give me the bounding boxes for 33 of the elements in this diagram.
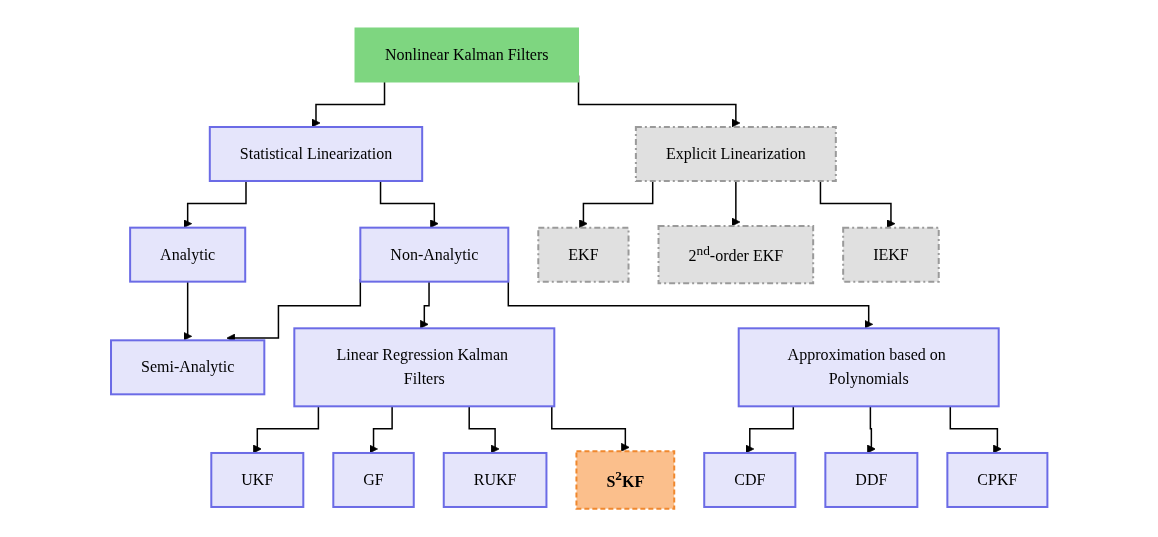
node-box: Semi-Analytic xyxy=(109,339,266,396)
node-box: DDF xyxy=(824,452,919,509)
arrow xyxy=(731,180,741,227)
arrow xyxy=(866,405,876,454)
arrow xyxy=(550,405,630,452)
arrow xyxy=(745,405,794,454)
arrow xyxy=(183,180,247,229)
node-box: GF xyxy=(332,452,415,509)
node-box: 2$^{nd}$-order EKF xyxy=(657,225,814,285)
arrow xyxy=(311,81,386,128)
node-box: Approximation based on Polynomials xyxy=(737,327,1000,408)
node-box: CPKF xyxy=(946,452,1049,509)
arrow xyxy=(183,281,192,341)
node-box: EKF xyxy=(537,226,630,283)
arrow xyxy=(379,180,439,229)
node-box: Analytic xyxy=(128,226,246,283)
arrow xyxy=(252,405,319,454)
arrow xyxy=(949,405,1002,454)
arrow xyxy=(819,180,896,229)
node-box: UKF xyxy=(210,452,305,509)
node-box: Non-Analytic xyxy=(359,226,510,283)
arrow xyxy=(468,405,500,454)
node-box: RUKF xyxy=(442,452,548,509)
node-box: Statistical Linearization xyxy=(208,126,423,183)
node-box: Linear Regression Kalman Filters xyxy=(293,327,556,408)
node-box: Nonlinear Kalman Filters xyxy=(354,27,579,83)
arrow xyxy=(578,180,654,229)
node-box: IEKF xyxy=(841,226,940,283)
node-box: S$^{2}$KF xyxy=(575,450,676,510)
arrow xyxy=(368,405,393,454)
arrow xyxy=(419,281,430,329)
node-box: Explicit Linearization xyxy=(634,126,837,183)
node-box: CDF xyxy=(703,452,797,509)
